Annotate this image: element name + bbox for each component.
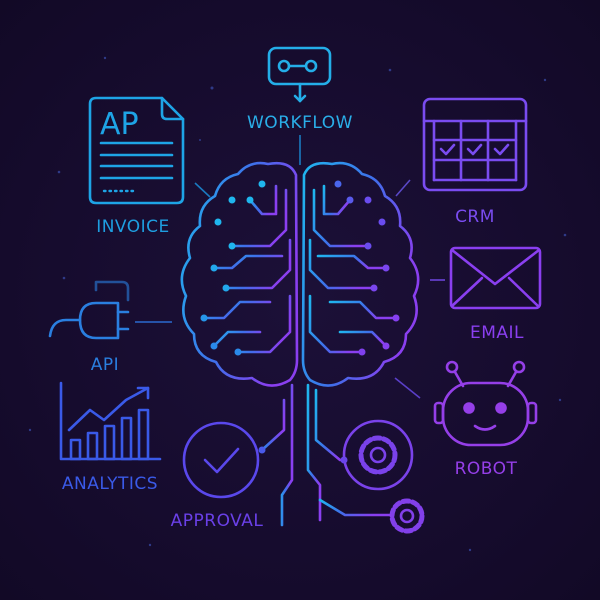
crm-label: CRM [455,207,495,227]
robot-label: ROBOT [455,459,518,479]
approval-label: APPROVAL [171,511,264,531]
email-envelope-icon [449,246,542,310]
analytics-label: ANALYTICS [62,474,158,494]
gear-circle-icon [342,419,414,491]
invoice-document-icon [88,96,185,205]
workflow-label: WORKFLOW [247,113,353,133]
invoice-label: INVOICE [96,217,170,237]
workflow-icon [267,46,332,103]
email-label: EMAIL [470,323,524,343]
robot-icon [433,360,538,447]
connector-lines [135,135,445,399]
invoice-ap-text: AP [100,107,139,142]
background-dots [28,56,567,552]
api-plug-icon [48,280,130,340]
small-gear-icon [389,498,425,534]
approval-check-icon [182,421,260,499]
api-label: API [91,355,119,375]
analytics-chart-icon [59,381,162,461]
brain-circuit-nodes [200,180,400,464]
crm-calendar-icon [422,97,528,192]
